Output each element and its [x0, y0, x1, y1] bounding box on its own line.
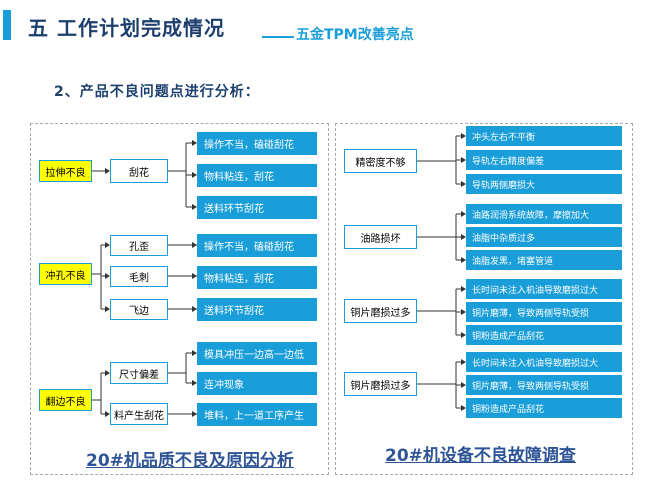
item-flash: 飞边: [110, 299, 168, 320]
cause-box: 油脂中杂质过多: [466, 227, 622, 247]
title-accent-bar: [3, 10, 11, 40]
fault-precision: 精密度不够: [344, 149, 417, 173]
section-heading: 2、产品不良问题点进行分析：: [54, 84, 260, 100]
cause-box: 油路润滑系统故障，摩擦加大: [466, 204, 622, 224]
defect-stretch: 拉伸不良: [39, 160, 92, 182]
cause-box: 导轨两侧磨损大: [466, 174, 622, 194]
slide-subtitle: 五金TPM改善亮点: [296, 27, 414, 43]
left-panel-caption: 20#机品质不良及原因分析: [86, 451, 294, 471]
slide-title: 五 工作计划完成情况: [28, 16, 225, 40]
fault-copper-wear: 铜片磨损过多: [344, 299, 417, 323]
fault-copper-wear: 铜片磨损过多: [344, 372, 417, 396]
equipment-fault-panel: [335, 123, 633, 475]
cause-box: 油脂发黑，堵塞管道: [466, 250, 622, 270]
cause-box: 铜粉造成产品刮花: [466, 325, 622, 345]
defect-flanging: 翻边不良: [39, 389, 92, 411]
cause-box: 送料环节刮花: [197, 196, 317, 219]
cause-box: 模具冲压一边高一边低: [197, 342, 317, 365]
item-size-deviation: 尺寸偏差: [110, 362, 168, 384]
fault-oil-circuit: 油路损坏: [344, 225, 417, 249]
cause-box: 操作不当，磕碰刮花: [197, 234, 317, 257]
quality-defect-panel: [30, 123, 329, 475]
subtitle-dash-line: [262, 36, 294, 38]
cause-box: 物料粘连，刮花: [197, 164, 317, 187]
cause-box: 送料环节刮花: [197, 298, 317, 321]
cause-box: 连冲现象: [197, 372, 317, 395]
item-hole-skew: 孔歪: [110, 235, 168, 256]
cause-box: 操作不当，磕碰刮花: [197, 132, 317, 155]
right-panel-caption: 20#机设备不良故障调查: [385, 446, 576, 466]
cause-box: 铜片磨薄，导致两侧导轨受损: [466, 302, 622, 322]
cause-box: 长时间未注入机油导致磨损过大: [466, 279, 622, 299]
cause-box: 长时间未注入机油导致磨损过大: [466, 352, 622, 372]
item-scratch: 刮花: [110, 159, 168, 183]
cause-box: 导轨左右精度偏差: [466, 150, 622, 170]
cause-box: 堆料，上一道工序产生: [197, 403, 317, 426]
cause-box: 铜粉造成产品刮花: [466, 398, 622, 418]
cause-box: 冲头左右不平衡: [466, 126, 622, 146]
cause-box: 物料粘连，刮花: [197, 266, 317, 289]
cause-box: 铜片磨薄，导致两侧导轨受损: [466, 375, 622, 395]
defect-punch: 冲孔不良: [39, 263, 92, 285]
item-burr: 毛刺: [110, 266, 168, 287]
item-material-scratch: 料产生刮花: [110, 403, 168, 425]
